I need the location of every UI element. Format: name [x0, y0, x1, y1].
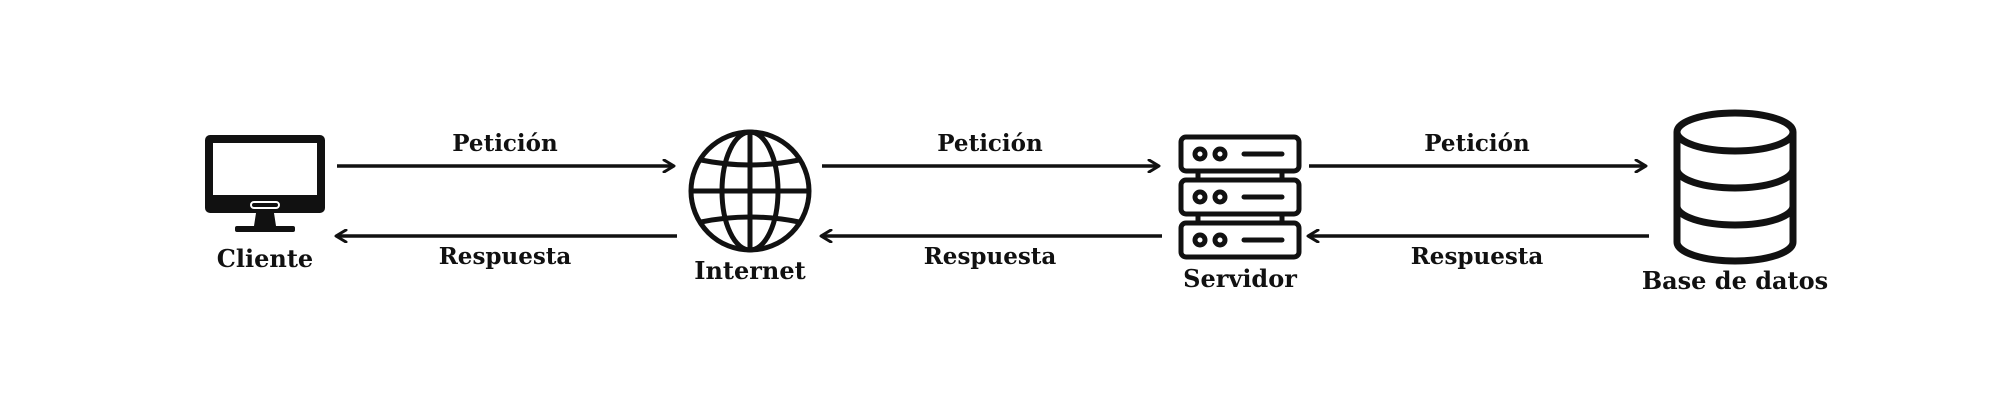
monitor-icon — [202, 132, 328, 240]
node-client: Cliente — [175, 132, 355, 273]
response-label-server-database: Respuesta — [1410, 243, 1544, 270]
globe-icon — [687, 128, 813, 254]
request-label-client-internet: Petición — [452, 130, 558, 157]
node-label: Internet — [694, 256, 806, 285]
node-label: Cliente — [216, 244, 314, 273]
node-database: Base de datos — [1640, 108, 1830, 295]
node-label: Servidor — [1183, 264, 1297, 293]
request-label-internet-server: Petición — [937, 130, 1043, 157]
request-label-server-database: Petición — [1424, 130, 1530, 157]
response-label-internet-server: Respuesta — [923, 243, 1057, 270]
node-label: Base de datos — [1641, 266, 1829, 295]
node-server: Servidor — [1150, 134, 1330, 293]
node-internet: Internet — [660, 128, 840, 285]
response-label-client-internet: Respuesta — [438, 243, 572, 270]
database-icon — [1671, 108, 1799, 266]
server-icon — [1178, 134, 1302, 262]
